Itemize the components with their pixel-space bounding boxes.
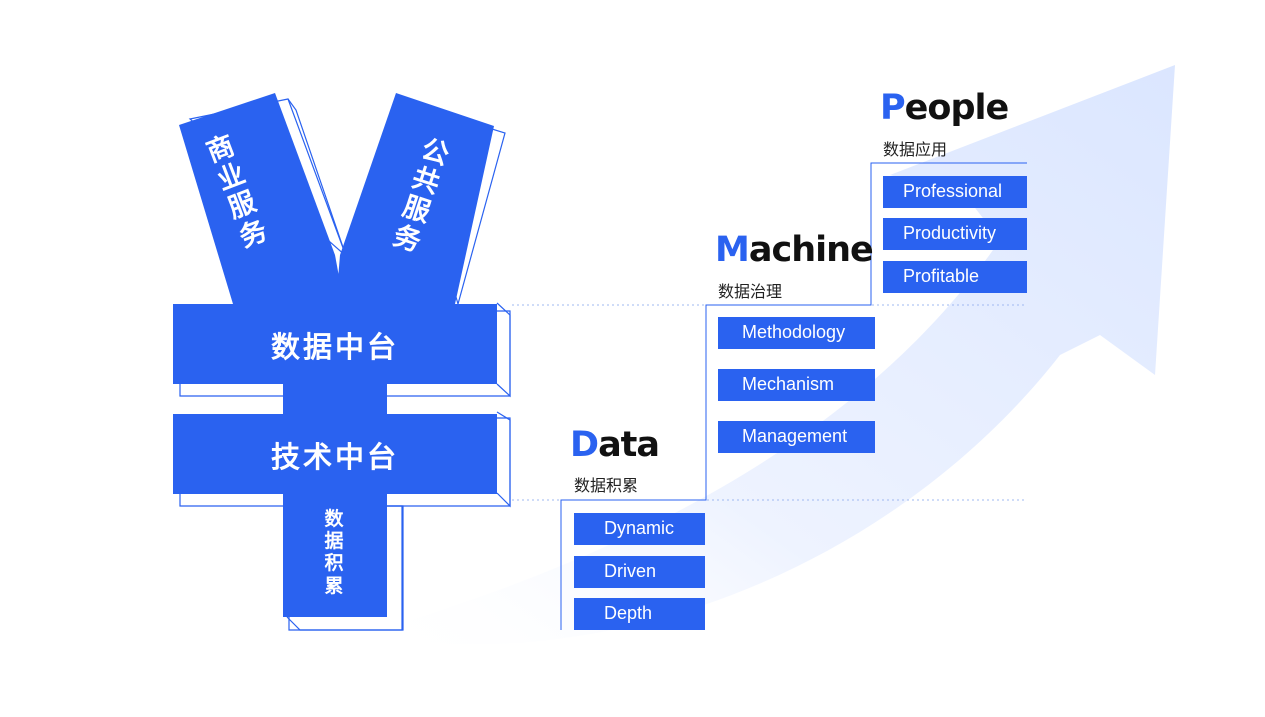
stage-item: Dynamic bbox=[574, 513, 705, 545]
stage-item: Driven bbox=[574, 556, 705, 588]
heading-initial: D bbox=[570, 425, 599, 465]
stage-heading-data: Data bbox=[570, 425, 660, 465]
stage-heading-people: People bbox=[880, 88, 1010, 128]
heading-initial: P bbox=[880, 88, 906, 128]
stage-item: Depth bbox=[574, 598, 705, 630]
stage-item: Profitable bbox=[883, 261, 1027, 293]
staircase-line bbox=[560, 162, 1027, 630]
yen-bar-top-label: 数据中台 bbox=[270, 330, 399, 364]
heading-rest: achine bbox=[748, 230, 874, 270]
stage-subtitle-machine: 数据治理 bbox=[718, 282, 783, 301]
yen-stem-label: 数据积累 bbox=[324, 508, 344, 597]
growth-arrow bbox=[360, 65, 1175, 645]
yen-bar-bottom-label: 技术中台 bbox=[270, 440, 399, 474]
stage-item: Professional bbox=[883, 176, 1027, 208]
stage-item: Methodology bbox=[718, 317, 875, 349]
heading-initial: M bbox=[715, 230, 750, 270]
stage-item: Productivity bbox=[883, 218, 1027, 250]
heading-rest: eople bbox=[904, 88, 1010, 128]
stage-item: Mechanism bbox=[718, 369, 875, 401]
heading-rest: ata bbox=[598, 425, 660, 465]
stage-heading-machine: Machine bbox=[715, 230, 874, 270]
stage-subtitle-people: 数据应用 bbox=[883, 140, 948, 159]
yen-symbol bbox=[173, 93, 497, 617]
stage-subtitle-data: 数据积累 bbox=[574, 476, 639, 495]
stage-item: Management bbox=[718, 421, 875, 453]
